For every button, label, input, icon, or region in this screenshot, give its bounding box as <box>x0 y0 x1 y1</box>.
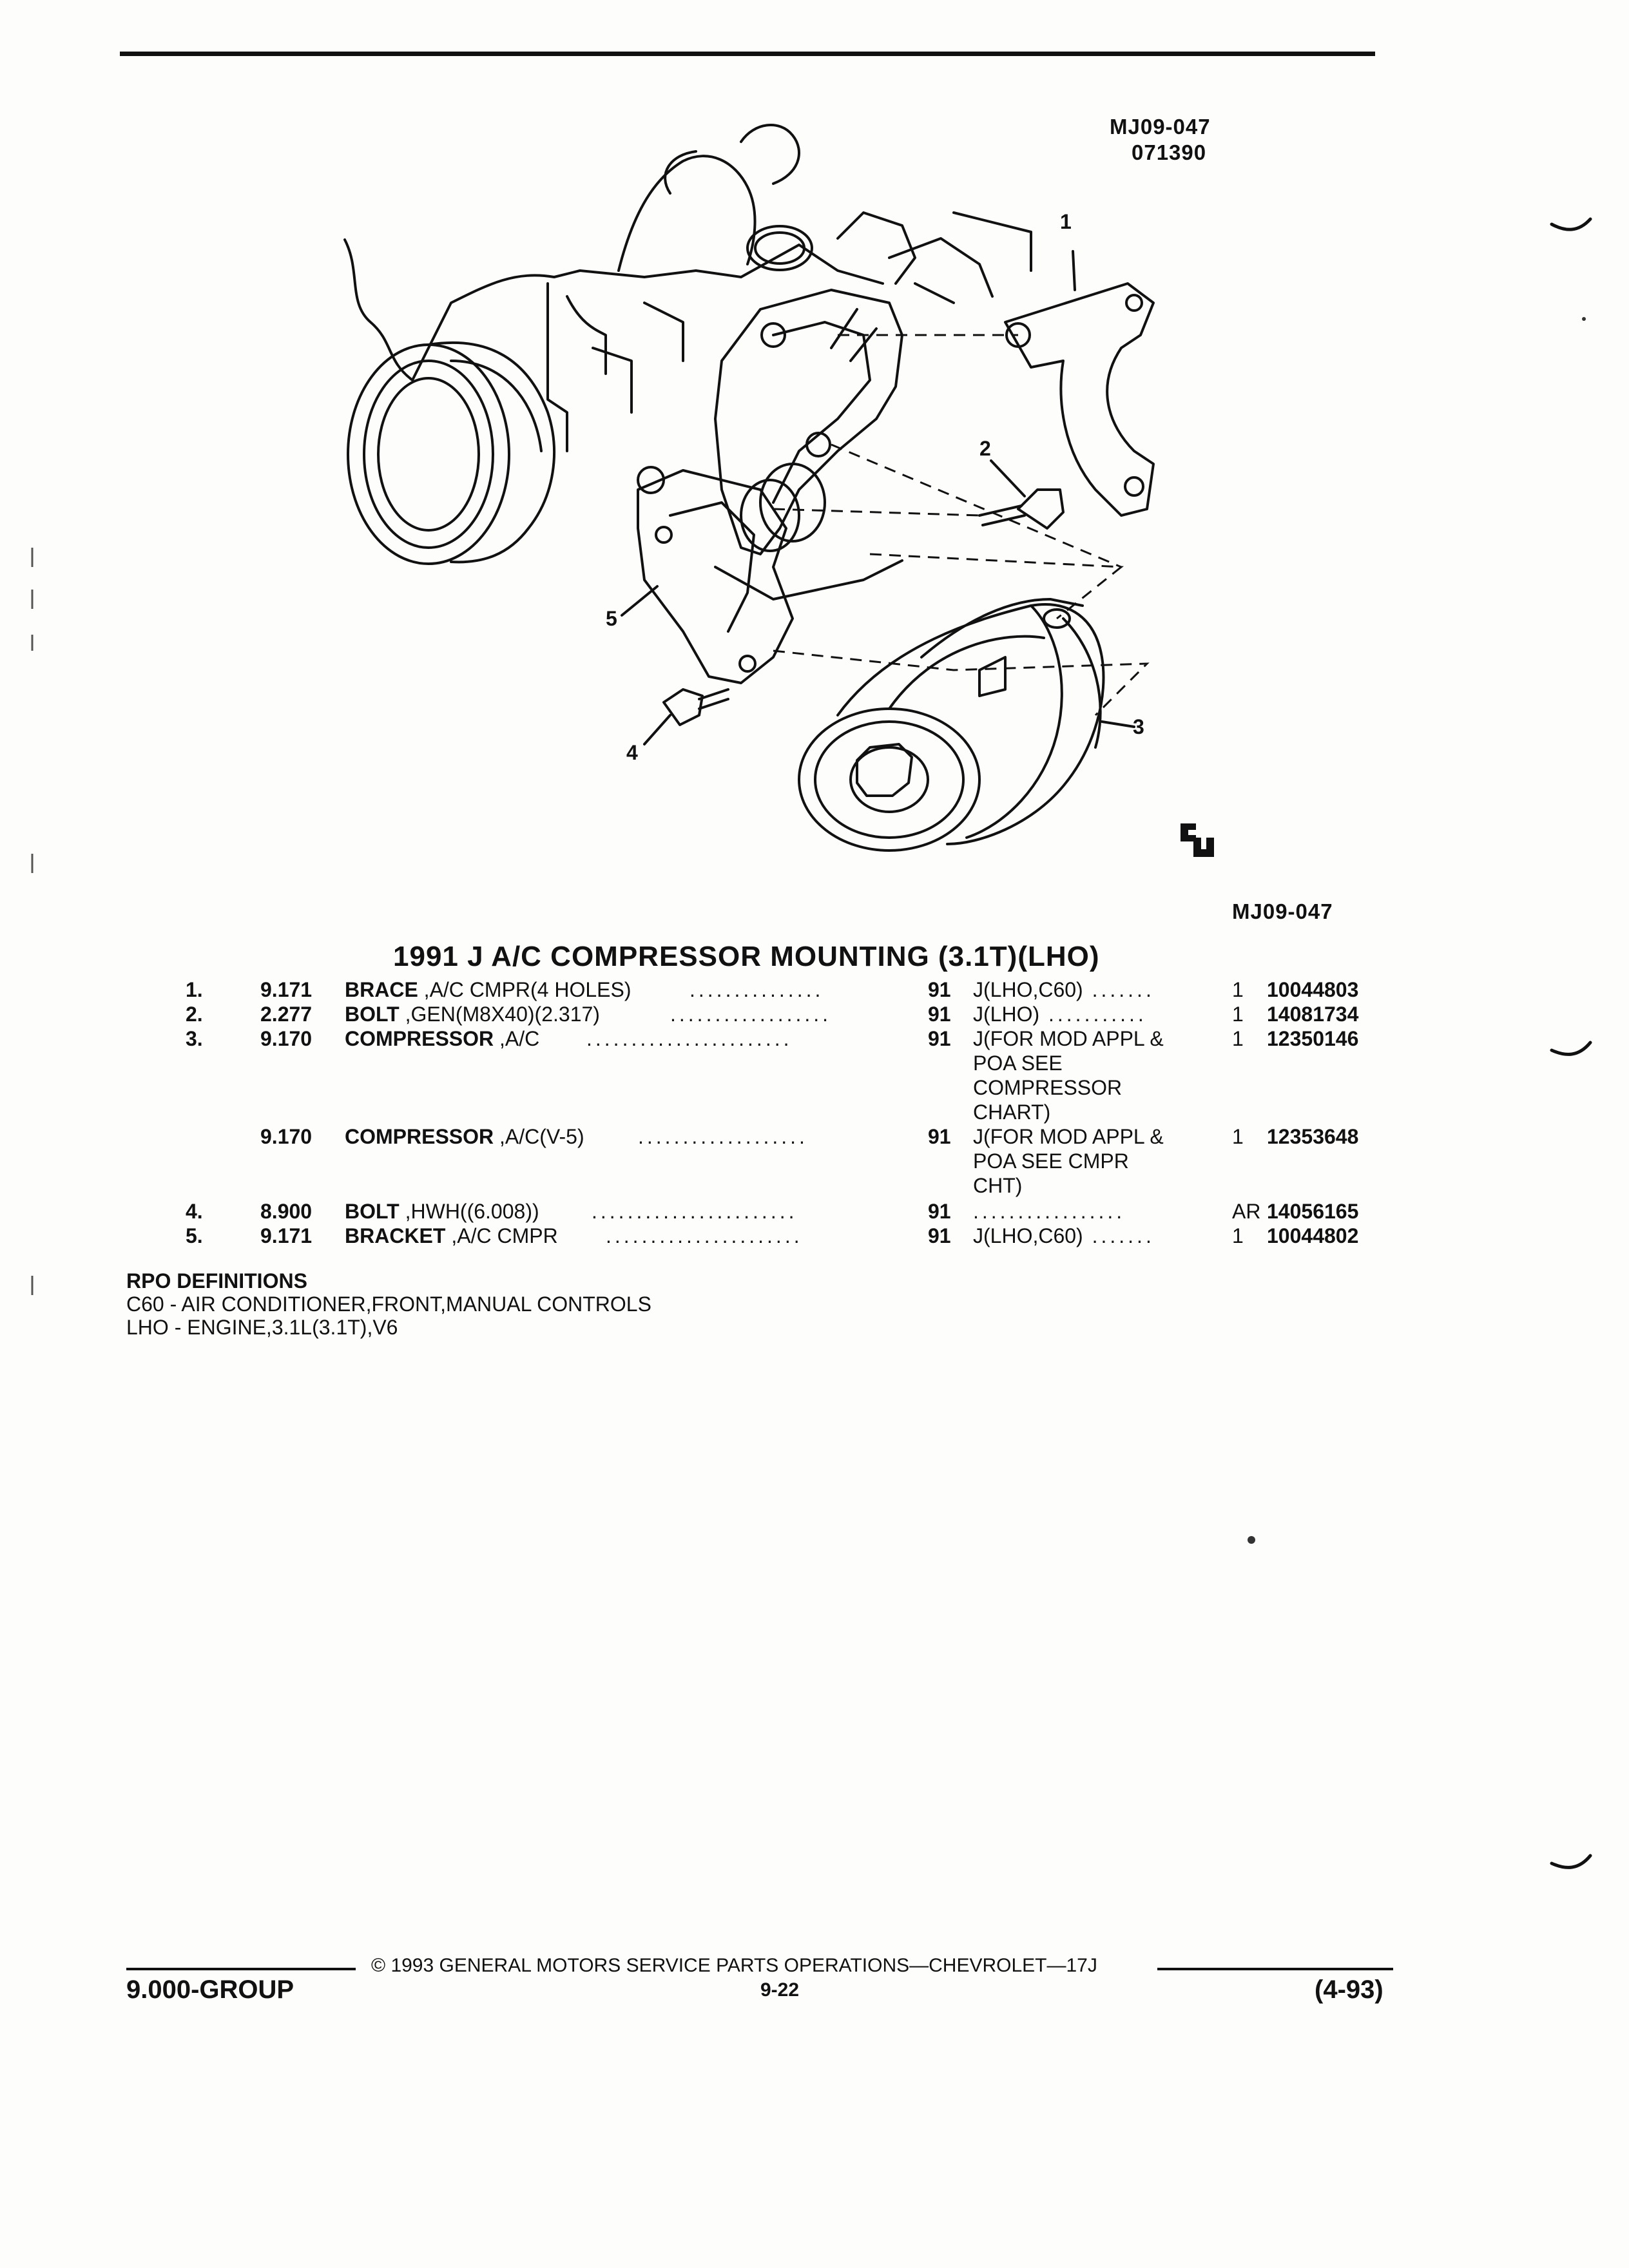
figure-ref-code: MJ09-047 <box>1110 115 1211 139</box>
usage: ................. <box>973 1200 1126 1223</box>
compressor-mounting-illustration <box>343 124 1214 857</box>
footer-page-number: 9-22 <box>760 1979 800 2001</box>
callout-1: 1 <box>1060 210 1072 233</box>
callout-5: 5 <box>606 607 617 630</box>
model-year: 91 <box>928 1125 951 1148</box>
group-number: 9.170 <box>260 1027 313 1050</box>
engine-block-outline <box>343 238 884 381</box>
footer-group: 9.000-GROUP <box>126 1975 294 2004</box>
leader-item-1 <box>1072 250 1076 291</box>
bolt-item-2 <box>978 488 1065 530</box>
usage: J(LHO,C60) ....... <box>973 1224 1155 1247</box>
usage-continuation: COMPRESSOR <box>973 1076 1123 1099</box>
mounting-bracket <box>714 289 903 555</box>
usage-continuation: CHART) <box>973 1100 1051 1124</box>
part-description: BOLT ,GEN(M8X40)(2.317) <box>345 1003 600 1026</box>
usage: J(LHO,C60) ....... <box>973 978 1155 1001</box>
part-number: 14081734 <box>1267 1003 1359 1026</box>
quantity: 1 <box>1232 1224 1244 1247</box>
callout-2: 2 <box>979 437 991 460</box>
compressor-item-3 <box>798 598 1105 852</box>
item-number: 4. <box>186 1200 203 1223</box>
item-number: 2. <box>186 1003 203 1026</box>
footer-edition: (4-93) <box>1315 1975 1383 2004</box>
usage: J(LHO) ........... <box>973 1003 1147 1026</box>
part-number: 10044803 <box>1267 978 1359 1001</box>
part-number: 14056165 <box>1267 1200 1359 1223</box>
footer-rule-right <box>1157 1968 1393 1970</box>
quantity: 1 <box>1232 1027 1244 1050</box>
leader-item-2 <box>990 459 1026 497</box>
quantity: AR <box>1232 1200 1261 1223</box>
crankshaft-pulley <box>347 341 555 565</box>
footer-copyright: © 1993 GENERAL MOTORS SERVICE PARTS OPER… <box>371 1955 1097 1976</box>
leader-item-3 <box>1101 720 1135 728</box>
quantity: 1 <box>1232 1003 1244 1026</box>
rpo-line: LHO - ENGINE,3.1L(3.1T),V6 <box>126 1316 398 1339</box>
part-number: 12350146 <box>1267 1027 1359 1050</box>
group-number: 2.277 <box>260 1003 313 1026</box>
model-year: 91 <box>928 978 951 1001</box>
model-year: 91 <box>928 1224 951 1247</box>
footer-rule-left <box>126 1968 356 1970</box>
usage-continuation: POA SEE CMPR <box>973 1149 1129 1173</box>
part-description: COMPRESSOR ,A/C <box>345 1027 540 1050</box>
rpo-heading: RPO DEFINITIONS <box>126 1269 307 1293</box>
model-year: 91 <box>928 1003 951 1026</box>
usage-continuation: POA SEE <box>973 1052 1063 1075</box>
item-number: 3. <box>186 1027 203 1050</box>
part-description: BRACKET ,A/C CMPR <box>345 1224 558 1247</box>
brace-item-1 <box>1004 282 1155 517</box>
part-number: 12353648 <box>1267 1125 1359 1148</box>
figure-caption: MJ09-047 <box>1232 899 1333 923</box>
part-description: BOLT ,HWH((6.008)) <box>345 1200 539 1223</box>
section-title: 1991 J A/C COMPRESSOR MOUNTING (3.1T)(LH… <box>393 941 1100 972</box>
usage-continuation: CHT) <box>973 1174 1023 1197</box>
quantity: 1 <box>1232 978 1244 1001</box>
leader-item-5 <box>621 585 659 617</box>
usage: J(FOR MOD APPL & <box>973 1027 1164 1050</box>
usage: J(FOR MOD APPL & <box>973 1125 1164 1148</box>
part-description: BRACE ,A/C CMPR(4 HOLES) <box>345 978 631 1001</box>
rpo-definitions: RPO DEFINITIONS C60 - AIR CONDITIONER,FR… <box>126 1269 651 1339</box>
quantity: 1 <box>1232 1125 1244 1148</box>
top-rule <box>120 52 1375 56</box>
lower-bracket-item-5 <box>637 466 903 684</box>
callout-3: 3 <box>1133 715 1144 738</box>
item-number: 1. <box>186 978 203 1001</box>
cu-logo-icon <box>1181 823 1214 857</box>
part-number: 10044802 <box>1267 1224 1359 1247</box>
rpo-line: C60 - AIR CONDITIONER,FRONT,MANUAL CONTR… <box>126 1293 651 1316</box>
figure-date-code: 071390 <box>1132 140 1207 164</box>
leader-item-4 <box>643 714 671 745</box>
callout-4: 4 <box>626 741 638 764</box>
group-number: 9.170 <box>260 1125 313 1148</box>
bolt-item-4 <box>662 688 729 726</box>
part-description: COMPRESSOR ,A/C(V-5) <box>345 1125 584 1148</box>
group-number: 9.171 <box>260 978 313 1001</box>
item-number: 5. <box>186 1224 203 1247</box>
model-year: 91 <box>928 1027 951 1050</box>
group-number: 9.171 <box>260 1224 313 1247</box>
model-year: 91 <box>928 1200 951 1223</box>
group-number: 8.900 <box>260 1200 313 1223</box>
